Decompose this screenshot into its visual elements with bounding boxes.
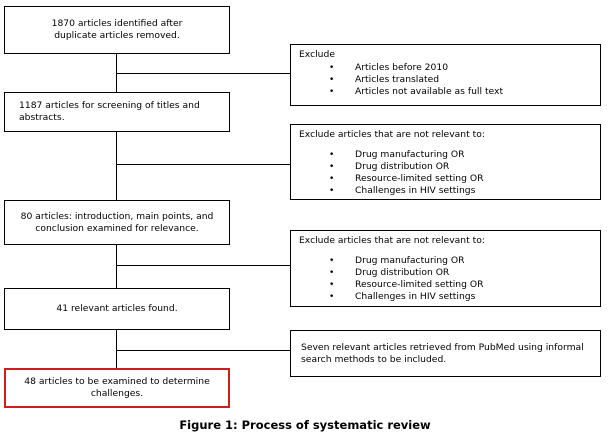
exclusion-item: Drug manufacturing OR <box>299 149 592 161</box>
exclusion-title: Exclude articles that are not relevant t… <box>299 129 485 140</box>
exclusion-item: Challenges in HIV settings <box>299 291 592 303</box>
branch-include <box>116 350 290 351</box>
flow-box-relevant: 41 relevant articles found. <box>4 288 230 330</box>
exclusion-item: Articles before 2010 <box>299 62 592 74</box>
flow-box-text: 80 articles: introduction, main points, … <box>20 210 214 234</box>
exclusion-item: Resource-limited setting OR <box>299 173 592 185</box>
flow-box-text: 1870 articles identified after duplicate… <box>51 18 183 41</box>
exclusion-box-3: Exclude articles that are not relevant t… <box>290 230 601 307</box>
flow-box-final: 48 articles to be examined to determine … <box>4 368 230 408</box>
connector-2-3 <box>116 132 117 200</box>
branch-exclude-2 <box>116 164 290 165</box>
exclusion-item: Articles translated <box>299 74 592 86</box>
exclusion-title: Exclude <box>299 49 335 60</box>
exclusion-title: Exclude articles that are not relevant t… <box>299 235 485 246</box>
exclusion-list: Articles before 2010 Articles translated… <box>299 62 592 98</box>
flow-box-text: 41 relevant articles found. <box>56 303 178 314</box>
exclusion-list: Drug manufacturing OR Drug distribution … <box>299 255 592 303</box>
connector-3-4 <box>116 245 117 288</box>
exclusion-list: Drug manufacturing OR Drug distribution … <box>299 149 592 197</box>
flow-box-examined: 80 articles: introduction, main points, … <box>4 200 230 245</box>
exclusion-item: Articles not available as full text <box>299 86 592 98</box>
flow-box-text: 48 articles to be examined to determine … <box>24 376 210 399</box>
exclusion-item: Drug distribution OR <box>299 267 592 279</box>
connector-4-5 <box>116 330 117 368</box>
branch-exclude-1 <box>116 73 290 74</box>
flow-box-screening: 1187 articles for screening of titles an… <box>4 92 230 132</box>
inclusion-box: Seven relevant articles retrieved from P… <box>290 330 601 377</box>
branch-exclude-3 <box>116 265 290 266</box>
exclusion-box-2: Exclude articles that are not relevant t… <box>290 124 601 200</box>
exclusion-item: Drug manufacturing OR <box>299 255 592 267</box>
figure-caption: Figure 1: Process of systematic review <box>179 418 431 432</box>
inclusion-text: Seven relevant articles retrieved from P… <box>301 341 584 365</box>
flow-box-text: 1187 articles for screening of titles an… <box>19 100 200 123</box>
exclusion-item: Resource-limited setting OR <box>299 279 592 291</box>
exclusion-item: Challenges in HIV settings <box>299 185 592 197</box>
exclusion-item: Drug distribution OR <box>299 161 592 173</box>
flow-box-identified: 1870 articles identified after duplicate… <box>4 6 230 54</box>
exclusion-box-1: Exclude Articles before 2010 Articles tr… <box>290 44 601 106</box>
